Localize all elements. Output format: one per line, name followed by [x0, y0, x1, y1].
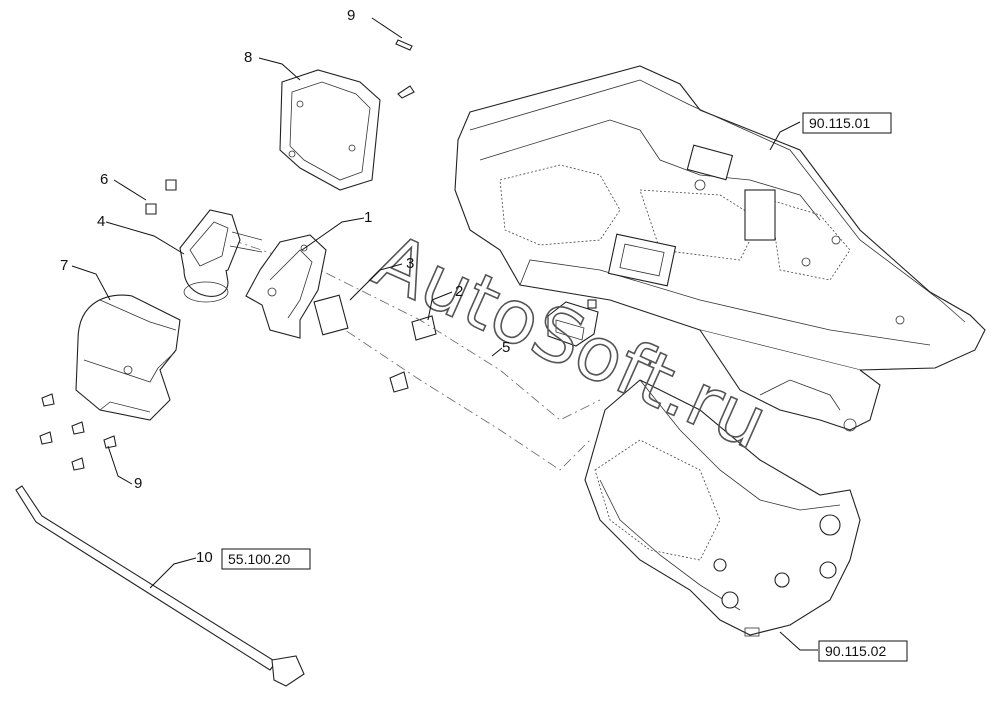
- callout-9-top: 9: [347, 7, 355, 24]
- leader-lines: [71, 17, 818, 651]
- callout-9-bottom: 9: [134, 475, 142, 492]
- protective-cover: [75, 294, 181, 421]
- console-housing-upper: [454, 65, 986, 432]
- callout-1: 1: [364, 209, 372, 226]
- console-bracket-lower: [584, 379, 861, 637]
- reference-label-upper: 90.115.01: [809, 115, 870, 131]
- reference-box-cable[interactable]: 55.100.20: [221, 548, 311, 570]
- reference-label-cable: 55.100.20: [228, 551, 290, 567]
- rocker-switch: [547, 299, 599, 347]
- callout-3: 3: [406, 255, 414, 272]
- cover-plate: [279, 69, 381, 191]
- screws: [39, 39, 415, 471]
- actuator-unit: [179, 209, 263, 303]
- reference-box-upper[interactable]: 90.115.01: [802, 112, 892, 134]
- wiring-path: [231, 239, 601, 471]
- callout-5: 5: [502, 339, 510, 356]
- mounting-bracket: [245, 234, 349, 339]
- callout-2: 2: [455, 283, 463, 300]
- callout-4: 4: [97, 213, 105, 230]
- callout-8: 8: [244, 49, 252, 66]
- callout-7: 7: [60, 257, 68, 274]
- cable-assembly: [15, 485, 305, 687]
- reference-box-lower[interactable]: 90.115.02: [818, 640, 908, 662]
- callout-10: 10: [196, 549, 213, 566]
- connector-plug: [389, 315, 437, 393]
- reference-label-lower: 90.115.02: [825, 643, 886, 659]
- callout-6: 6: [100, 171, 108, 188]
